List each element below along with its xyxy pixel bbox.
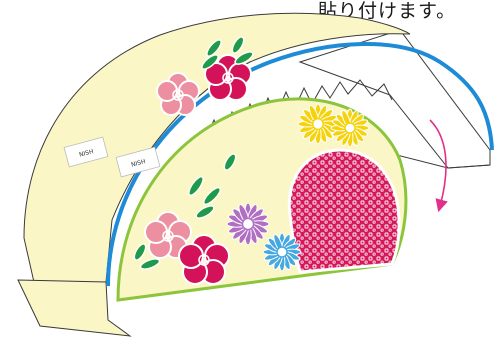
tag-label-2: NISH xyxy=(130,158,146,169)
outer-blue-rim xyxy=(106,42,494,287)
leaves-inner xyxy=(133,153,237,270)
chrysanthemum-yellow-right xyxy=(330,108,370,148)
tag-label-1: NISH xyxy=(78,148,94,159)
flower-center xyxy=(344,122,356,134)
chrysanthemum-yellow-left xyxy=(297,103,339,145)
plum-blossom-pink-top xyxy=(156,72,200,116)
chrysanthemum-purple xyxy=(226,202,270,246)
plum-blossom-red-inner xyxy=(178,234,230,285)
chrysanthemum-blue xyxy=(262,232,302,272)
paper-tag-1: NISH xyxy=(63,136,109,168)
plum-blossom-pink-inner xyxy=(144,211,192,259)
flower-center xyxy=(276,246,288,258)
flower-center xyxy=(241,217,255,231)
plum-blossom-red-top xyxy=(204,54,252,101)
bottom-flap xyxy=(17,279,132,337)
paper-tag-2: NISH xyxy=(115,146,161,178)
leaves-top xyxy=(201,36,254,70)
patterned-fan xyxy=(287,148,401,274)
rotation-arrow xyxy=(429,119,448,213)
flower-center xyxy=(311,117,325,131)
outer-paper-body xyxy=(23,12,411,301)
